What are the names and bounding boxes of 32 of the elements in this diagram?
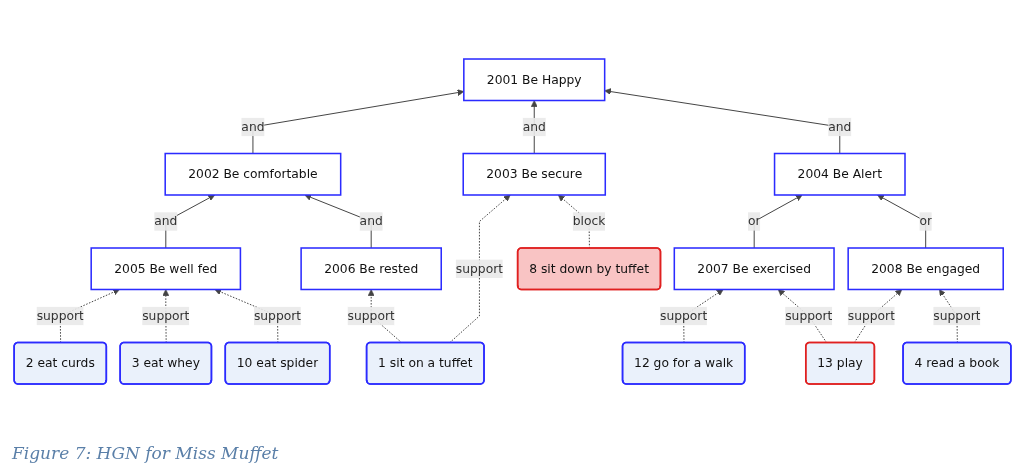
- node-box: 2006 Be rested: [300, 247, 442, 291]
- edge-label: support: [142, 308, 190, 323]
- arrow: [304, 194, 372, 249]
- edge-label: and: [828, 119, 852, 134]
- arrow: [604, 88, 841, 154]
- edge-label: support: [785, 308, 833, 323]
- arrow: [877, 194, 927, 249]
- edge-label: support: [253, 308, 302, 323]
- node-box: 2007 Be exercised: [673, 247, 835, 291]
- edge-label: and: [241, 119, 265, 134]
- edge-label: support: [347, 308, 395, 323]
- edge-label: support: [847, 308, 895, 323]
- edge-label: support: [933, 308, 981, 323]
- node-box: 2005 Be well fed: [90, 247, 242, 291]
- edge-label: and: [359, 213, 383, 229]
- edge-label: support: [36, 308, 84, 323]
- node-box: 2004 Be Alert: [773, 152, 906, 196]
- edge-label: or: [747, 213, 761, 229]
- edge-label: and: [522, 119, 546, 134]
- arrow: [448, 194, 511, 344]
- node-box: 2002 Be comfortable: [164, 152, 342, 196]
- node-box: 2003 Be secure: [462, 152, 607, 196]
- edge-label: block: [572, 213, 606, 229]
- node-box: 2001 Be Happy: [463, 58, 606, 102]
- edge-label: support: [455, 261, 504, 276]
- arrow: [530, 100, 538, 154]
- edge-label: or: [919, 213, 932, 229]
- arrow: [165, 194, 215, 249]
- figure-caption: Figure 7: HGN for Miss Muffet: [11, 442, 280, 465]
- edge-label: support: [660, 308, 708, 323]
- node-box: 2008 Be engaged: [847, 247, 1004, 291]
- edge-label: and: [154, 213, 178, 229]
